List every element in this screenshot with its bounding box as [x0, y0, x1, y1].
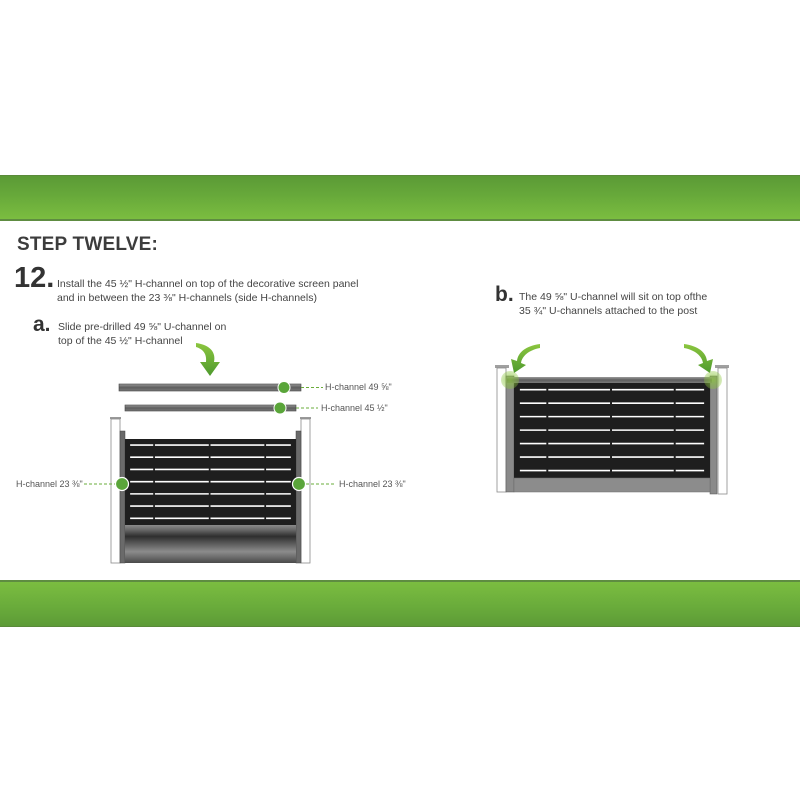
- substep-a-text: Slide pre-drilled 49 ⅝" U-channel on top…: [58, 320, 258, 348]
- step-text-line-1: Install the 45 ½" H-channel on top of th…: [57, 278, 359, 290]
- label-h-channel-23-left: H-channel 23 ⅜": [16, 479, 83, 489]
- left-curved-arrow-icon: [511, 344, 540, 373]
- bottom-rail: [125, 525, 296, 563]
- h-channel-45-rail: [124, 401, 318, 415]
- substep-b-text: The 49 ⅝" U-channel will sit on top ofth…: [519, 290, 749, 318]
- substep-b-line-2: 35 ¾" U-channels attached to the post: [519, 305, 698, 317]
- panel-slats: [130, 444, 291, 520]
- left-u-channel: [505, 375, 515, 493]
- footer-green-bar: [0, 580, 800, 627]
- right-joint-highlight: [704, 371, 722, 389]
- left-channel-marker: [114, 476, 130, 492]
- label-h-channel-23-right: H-channel 23 ⅜": [339, 479, 406, 489]
- bottom-rail-b: [513, 477, 711, 493]
- step-title: STEP TWELVE:: [17, 234, 159, 255]
- header-green-bar: [0, 175, 800, 221]
- step-text-line-2: and in between the 23 ⅜" H-channels (sid…: [57, 292, 317, 304]
- substep-b-line-1: The 49 ⅝" U-channel will sit on top ofth…: [519, 291, 708, 303]
- panel-slats-b: [519, 388, 705, 472]
- substep-a-line-1: Slide pre-drilled 49 ⅝" U-channel on: [58, 321, 227, 333]
- right-curved-arrow-icon: [684, 344, 713, 373]
- substep-a-line-2: top of the 45 ½" H-channel: [58, 335, 183, 347]
- right-post-b: [715, 365, 729, 495]
- step-instructions: Install the 45 ½" H-channel on top of th…: [57, 277, 387, 305]
- step-number: 12.: [14, 262, 55, 294]
- right-channel-marker: [291, 476, 307, 492]
- right-u-channel: [709, 375, 718, 495]
- substep-b-letter: b.: [495, 283, 514, 306]
- label-h-channel-45: H-channel 45 ½": [321, 403, 388, 413]
- h-channel-49-rail: [118, 381, 323, 394]
- left-joint-highlight: [501, 371, 519, 389]
- label-h-channel-49: H-channel 49 ⅝": [325, 382, 392, 392]
- down-arrow-icon: [196, 343, 220, 376]
- substep-a-letter: a.: [33, 313, 51, 336]
- top-u-channel-49: [507, 377, 712, 383]
